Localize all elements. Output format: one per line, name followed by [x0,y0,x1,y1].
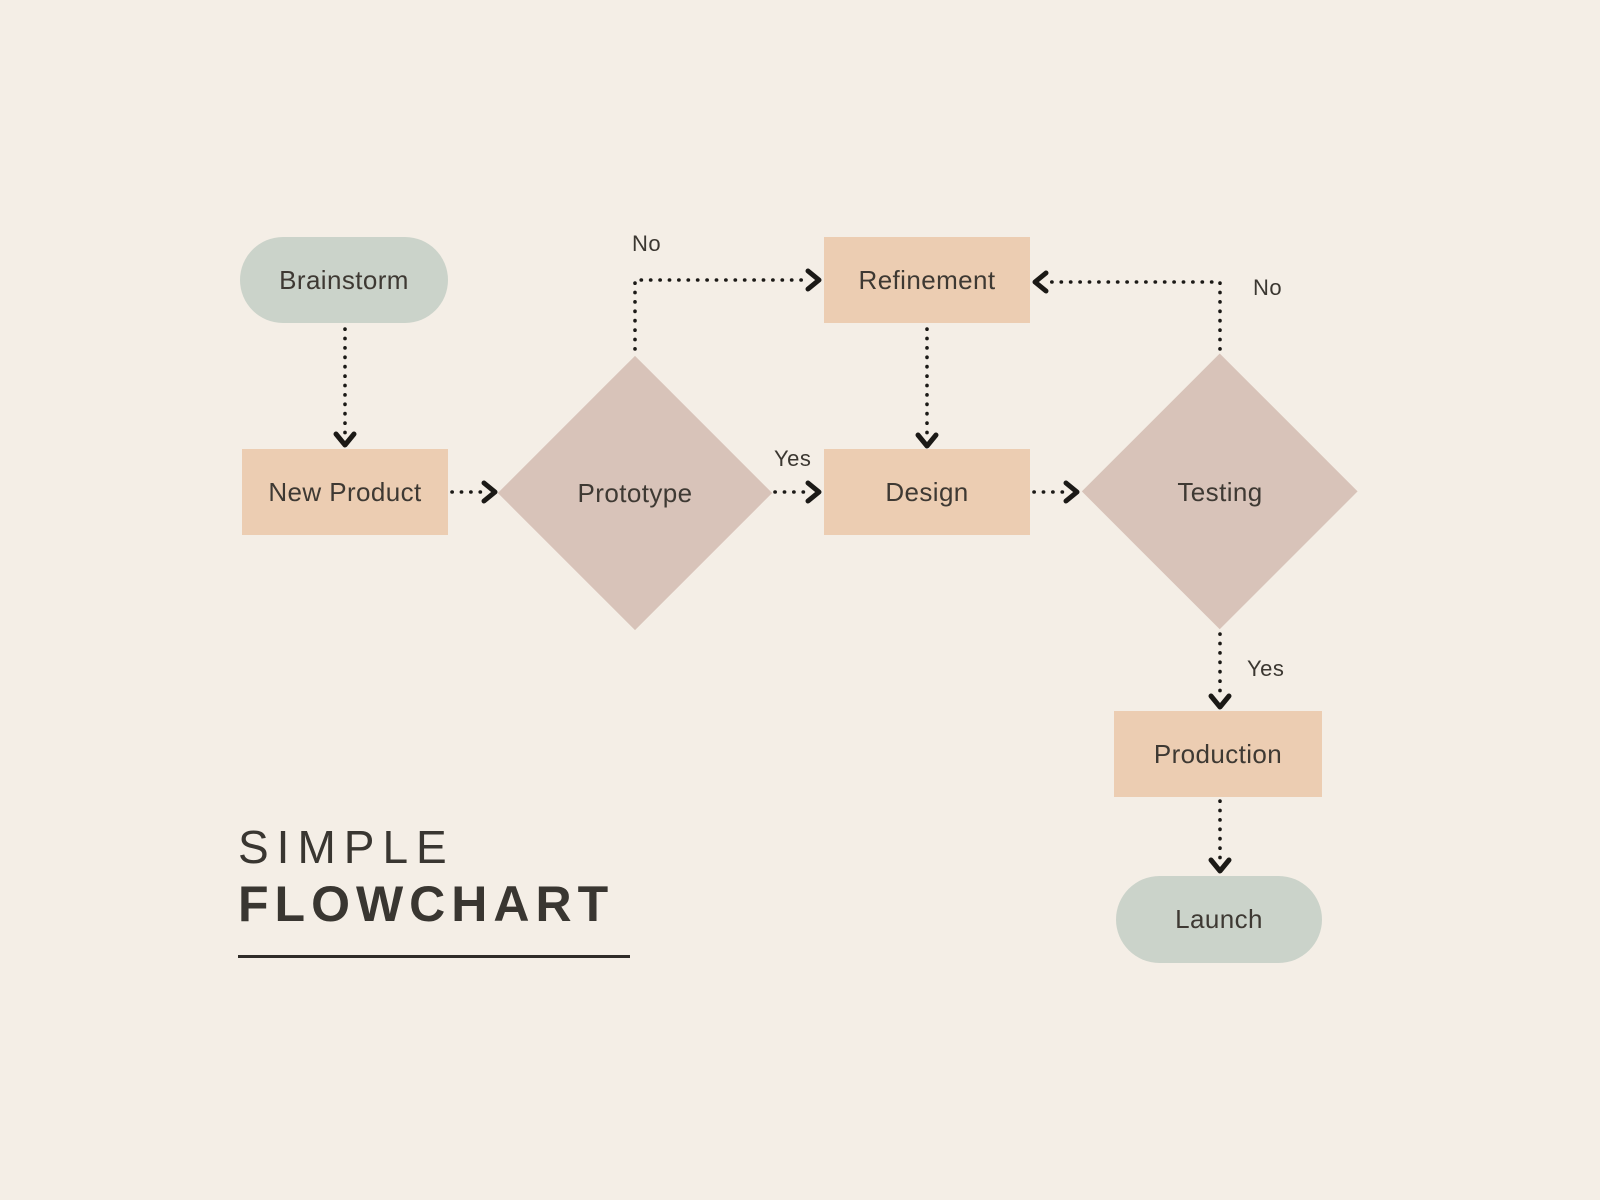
node-prototype: Prototype [498,356,772,630]
edge-label-prototype-yes: Yes [774,446,812,471]
node-design: Design [824,449,1030,535]
edge-production-to-launch [1208,799,1232,874]
edge-prototype-no-to-refinement [633,268,822,351]
node-launch-label: Launch [1175,904,1263,934]
node-new-product-label: New Product [268,476,422,507]
node-prototype-label: Prototype [577,477,693,508]
edge-brainstorm-to-new-product [333,327,357,448]
edge-testing-yes-to-production [1208,632,1232,710]
node-refinement-label: Refinement [858,264,996,295]
edge-label-testing-yes: Yes [1247,656,1285,681]
node-launch: Launch [1116,876,1322,963]
node-testing-label: Testing [1177,476,1263,507]
node-brainstorm-label: Brainstorm [279,264,409,295]
node-production-label: Production [1153,738,1283,769]
node-design-label: Design [885,476,969,507]
node-testing: Testing [1082,354,1358,630]
title-line-1: SIMPLE [238,821,455,873]
node-production: Production [1114,711,1322,797]
node-new-product: New Product [242,449,448,535]
edge-new-product-to-prototype [450,480,498,504]
edge-design-to-testing [1032,480,1080,504]
node-brainstorm: Brainstorm [240,237,448,323]
title-line-2: FLOWCHART [238,875,615,932]
edge-refinement-to-design [915,327,939,449]
edge-label-testing-no: No [1253,275,1283,300]
edge-label-prototype-no: No [632,231,662,256]
node-refinement: Refinement [824,237,1030,323]
edge-testing-no-to-refinement [1032,270,1222,351]
edge-prototype-yes-to-design [773,480,822,504]
title-underline [238,954,630,958]
chart-title: SIMPLE FLOWCHART [238,822,630,958]
